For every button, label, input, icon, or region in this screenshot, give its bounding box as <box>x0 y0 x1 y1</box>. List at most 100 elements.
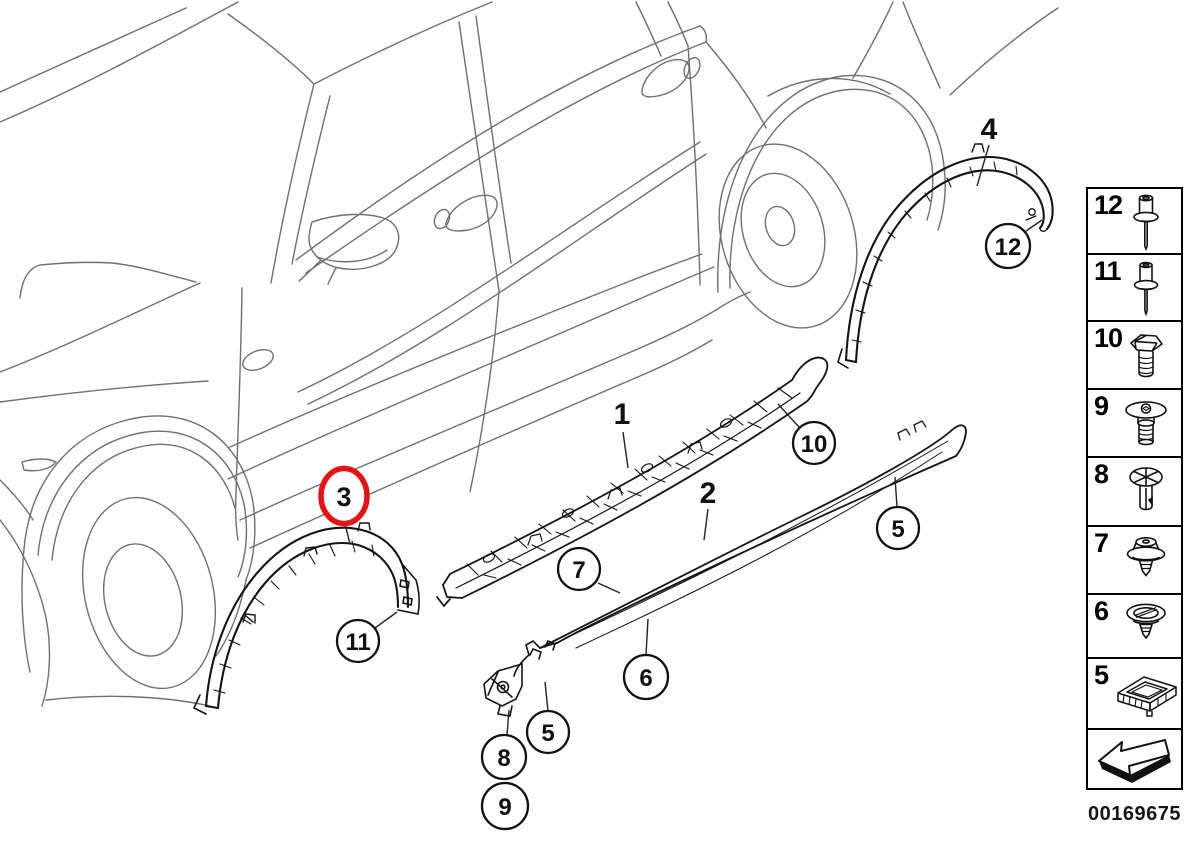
side-mirror <box>298 213 400 285</box>
direction-arrow-icon <box>1098 739 1171 783</box>
svg-text:10: 10 <box>801 431 828 458</box>
front-wheel <box>81 496 217 690</box>
side-repeater <box>242 349 274 371</box>
rear-wheel <box>718 143 858 329</box>
part-2-end-bracket <box>483 639 556 717</box>
fender-top-line <box>0 380 209 403</box>
leader-4 <box>976 144 990 187</box>
part-2-side-skirt <box>483 420 967 717</box>
callout-1[interactable]: 1 <box>614 398 631 431</box>
svg-text:7: 7 <box>572 557 585 584</box>
leader-5a <box>894 476 898 508</box>
legend-item-9[interactable]: 9 <box>1086 388 1183 458</box>
legend-item-11[interactable]: 11 <box>1086 253 1183 322</box>
leader-6 <box>645 618 649 656</box>
rear-window-line <box>635 1 662 57</box>
expanding-rivet-icon <box>1129 467 1163 511</box>
callout-3-highlighted[interactable]: 3 <box>318 465 370 527</box>
svg-text:5: 5 <box>891 516 904 543</box>
hex-bolt-icon <box>1130 334 1163 378</box>
roof-edge-line <box>313 1 493 85</box>
a-pillar-outer <box>270 83 315 284</box>
cowl-line <box>19 261 197 299</box>
callout-7[interactable]: 7 <box>556 546 602 592</box>
washer-head-screw-icon <box>1125 401 1167 446</box>
callout-8[interactable]: 8 <box>480 733 528 781</box>
front-bumper-edge <box>0 519 51 707</box>
legend-direction-cell[interactable] <box>1086 728 1183 790</box>
quarter-panel-line <box>705 41 767 129</box>
roof-drip-line <box>227 13 315 85</box>
callout-10[interactable]: 10 <box>791 420 837 466</box>
front-wheel-arch <box>21 415 256 673</box>
leader-5b <box>544 681 549 712</box>
part-3-end-plate <box>397 563 420 615</box>
leader-8 <box>506 709 510 736</box>
car-line-drawing <box>0 1 1059 707</box>
door-crease-line <box>297 141 701 393</box>
sill-top-line <box>227 266 715 480</box>
part-4-end-clip <box>1025 208 1037 221</box>
leader-3 <box>344 523 351 545</box>
callout-11[interactable]: 11 <box>335 618 381 664</box>
part-3-front-arch-trim <box>192 522 420 715</box>
legend-item-6[interactable]: 6 <box>1086 593 1183 659</box>
door-bottom-line <box>229 253 703 448</box>
leader-lines <box>344 144 1043 736</box>
callout-12[interactable]: 12 <box>984 222 1032 270</box>
leader-10 <box>777 403 800 428</box>
part-4-top-tab <box>971 143 985 153</box>
valance-line <box>45 695 211 707</box>
legend-item-12[interactable]: 12 <box>1086 187 1183 255</box>
callout-6[interactable]: 6 <box>622 653 670 701</box>
callout-5-right[interactable]: 5 <box>875 505 921 551</box>
hood-line-2 <box>0 1 239 123</box>
callout-4[interactable]: 4 <box>981 113 998 146</box>
callouts: 1 2 4 3 5 5 6 7 8 9 <box>318 113 1032 831</box>
sill-bottom-line <box>249 339 713 549</box>
rear-glass-line <box>902 1 941 89</box>
b-pillar-outer <box>458 21 500 292</box>
leader-11 <box>374 611 398 629</box>
svg-text:9: 9 <box>498 794 511 821</box>
d-pillar-line <box>852 1 894 79</box>
legend-item-10[interactable]: 10 <box>1086 320 1183 390</box>
callout-9[interactable]: 9 <box>480 781 530 831</box>
part-1-entrance-cover-strip <box>436 356 829 608</box>
fastener-legend: 12 11 10 <box>1086 187 1183 790</box>
rear-window-line-2 <box>667 1 689 47</box>
callout-5-lower[interactable]: 5 <box>525 709 571 755</box>
headlamp-washer <box>21 458 58 472</box>
rear-rocker-link <box>715 291 751 311</box>
belt-line-endcap <box>699 25 708 43</box>
leader-7 <box>597 582 621 594</box>
svg-text:3: 3 <box>336 482 351 512</box>
grommet-clip-icon <box>1126 603 1166 640</box>
hood-cut-line <box>0 282 201 373</box>
legend-item-8[interactable]: 8 <box>1086 456 1183 527</box>
callout-2[interactable]: 2 <box>700 477 717 510</box>
front-door-handle <box>433 194 498 232</box>
rear-door-handle <box>641 56 701 98</box>
hood-line <box>0 7 187 93</box>
belt-line-upper <box>295 25 701 261</box>
legend-item-5[interactable]: 5 <box>1086 657 1183 730</box>
legend-item-7[interactable]: 7 <box>1086 525 1183 595</box>
svg-text:8: 8 <box>497 745 510 772</box>
support-bracket-icon <box>1117 676 1177 717</box>
a-pillar-inner <box>291 95 331 265</box>
leader-12 <box>1025 219 1043 232</box>
part-1-ribs <box>466 387 793 579</box>
part-1-clips <box>482 418 733 563</box>
front-bumper-crease <box>0 479 34 521</box>
front-door-front-seam <box>234 287 243 541</box>
leader-1 <box>622 431 629 469</box>
blind-rivet-icon <box>1133 194 1159 252</box>
diagram-image-number: 00169675 <box>1088 803 1181 825</box>
svg-text:11: 11 <box>345 629 370 656</box>
part-4-hatch-ticks <box>851 161 1018 343</box>
blind-rivet-short-icon <box>1133 261 1159 317</box>
highlight-red-ellipse <box>318 465 370 527</box>
push-pin-clip-icon <box>1126 537 1166 577</box>
